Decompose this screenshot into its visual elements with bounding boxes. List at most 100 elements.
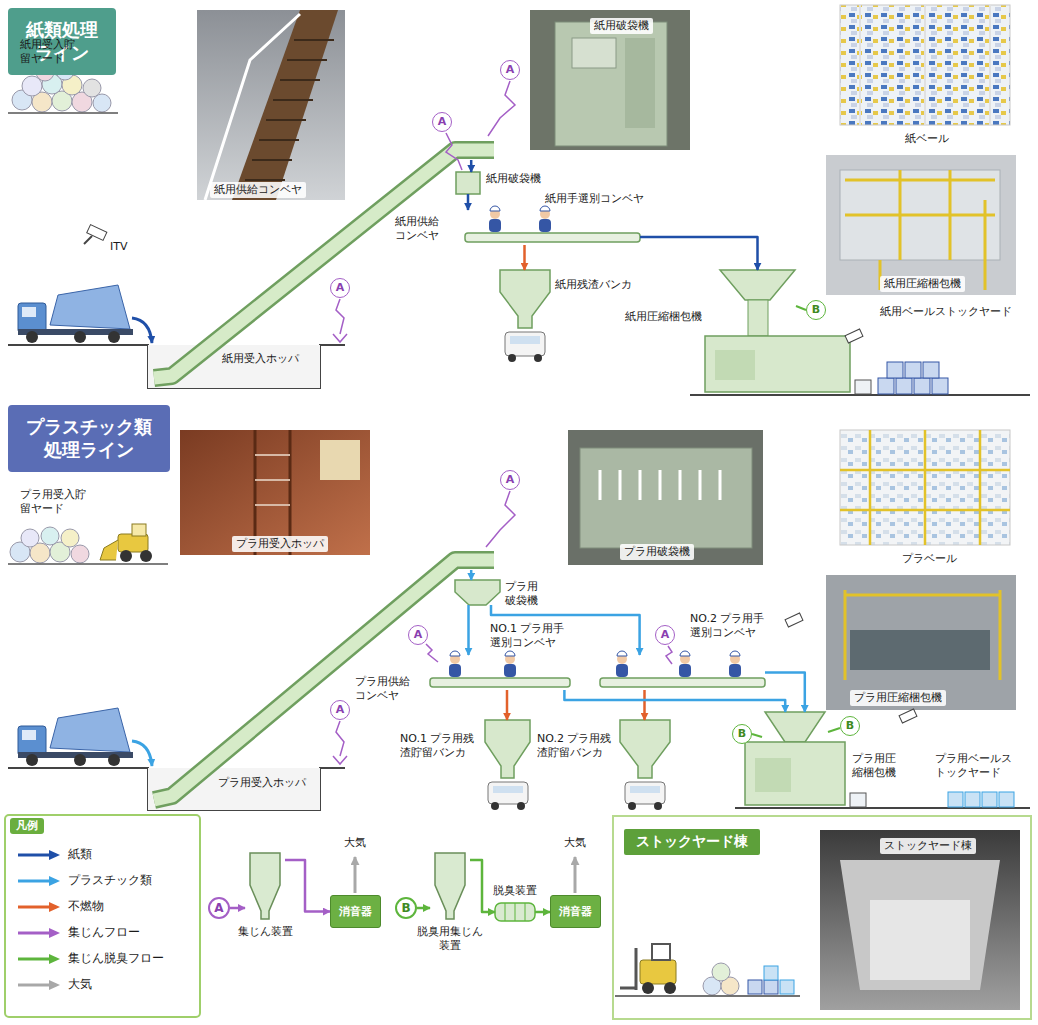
residue-bunker (500, 270, 550, 328)
line-title-badge: プラスチック類処理ライン (8, 405, 170, 472)
residue-bunker (508, 354, 516, 362)
truck (50, 285, 130, 329)
legend-line (18, 957, 50, 960)
silencer-box: 消音器 (330, 895, 381, 928)
legend-swatch (16, 875, 60, 887)
legend-arrowhead (49, 954, 60, 964)
forklift (664, 982, 676, 994)
photo-conveyor (205, 14, 300, 200)
photo-stockyard (820, 830, 1020, 1010)
bale-stack (764, 966, 778, 980)
photo-bag-breaker (555, 22, 667, 146)
node-label: 紙用受入ホッパ (222, 352, 312, 366)
photo-plastic-bag-breaker (580, 448, 752, 548)
photo-plastic-baler (845, 590, 1000, 680)
legend-line (18, 931, 50, 934)
deodor-duct (752, 734, 762, 737)
part-label: 大気 (344, 836, 366, 850)
photo-bag-breaker (625, 38, 655, 128)
photo-conveyor (232, 10, 338, 200)
legend-line (18, 905, 50, 908)
bag-breaker (456, 172, 480, 194)
dump-arrow (132, 318, 152, 343)
residue-bunker (517, 802, 525, 810)
legend-text: プラスチック類 (68, 872, 152, 889)
legend-swatch (16, 901, 60, 913)
baler (715, 350, 755, 380)
residue-bunker (534, 354, 542, 362)
callout-circle: B (840, 716, 860, 736)
dust-duct (333, 334, 347, 342)
legend-line (18, 983, 50, 986)
deodorizer (505, 903, 525, 921)
baler (735, 712, 1030, 808)
flow-start-circle: A (208, 897, 230, 919)
flow-connector (535, 911, 550, 914)
conveyor (154, 150, 494, 378)
photo-stockyard (840, 860, 1000, 990)
residue-bunker (491, 802, 499, 810)
dust-duct (336, 299, 344, 334)
residue-bunker (510, 336, 540, 344)
legend-arrowhead (49, 850, 60, 860)
wheel-loader (118, 534, 148, 552)
worker (539, 206, 551, 232)
truck (74, 331, 86, 343)
flow-connector (491, 605, 640, 655)
residue-bunker (625, 782, 665, 804)
legend-swatch (16, 849, 60, 861)
bale-stack (712, 963, 730, 981)
truck (26, 754, 38, 766)
photo-plastic-baler (826, 575, 1016, 710)
photo-paper-baler (826, 155, 1016, 295)
node-label: NO.1 プラ用残渣貯留バンカ (400, 732, 480, 760)
residue-bunker (620, 720, 670, 778)
deodor-duct (752, 728, 840, 737)
worker (504, 664, 516, 677)
bale-stack (914, 378, 930, 394)
photo-caption: プラ用受入ホッパ (232, 536, 328, 552)
flow-connector (640, 237, 758, 270)
node-label: 脱臭装置 (491, 884, 539, 898)
exhaust-arrow (355, 857, 575, 893)
callout-circle: B (732, 724, 752, 744)
photo-paper-baler (845, 170, 995, 290)
baler (765, 712, 825, 742)
truck (108, 331, 120, 343)
worker (729, 651, 741, 677)
legend-row: 不燃物 (16, 898, 104, 915)
deodorizer (495, 903, 535, 921)
worker (729, 664, 741, 677)
bale-stack (615, 995, 800, 997)
photo-plastic-bag-breaker (600, 470, 720, 500)
worker (616, 651, 628, 677)
part-label: 大気 (564, 836, 586, 850)
bale-stack (948, 792, 1014, 807)
residue-bunker (488, 782, 528, 804)
bale-stack (764, 980, 778, 994)
worker (679, 664, 691, 677)
waste-pile (71, 545, 89, 563)
flow-connector (467, 194, 470, 210)
dust-duct (446, 133, 462, 170)
forklift (640, 960, 676, 984)
truck (18, 708, 133, 766)
sorting-conveyor (430, 678, 570, 687)
node-label: 紙用破袋機 (486, 172, 556, 186)
equipment-node: プラ用圧縮梱包機 (760, 712, 830, 752)
residue-bunker (628, 802, 636, 810)
dust-duct (486, 491, 515, 547)
flow-connector (285, 860, 330, 912)
equipment-node: 紙用受入貯留ヤード (8, 38, 118, 113)
residue-bunker (654, 802, 662, 810)
dump-arrow (132, 741, 152, 766)
worker (489, 206, 501, 232)
worker (617, 651, 627, 656)
sorting-conveyor (430, 678, 765, 687)
residue-bunker (500, 270, 550, 362)
truck (22, 730, 36, 740)
dust-duct (333, 756, 347, 764)
legend-text: 不燃物 (68, 898, 104, 915)
flow-connector (470, 570, 473, 580)
flow-connector (523, 245, 526, 270)
